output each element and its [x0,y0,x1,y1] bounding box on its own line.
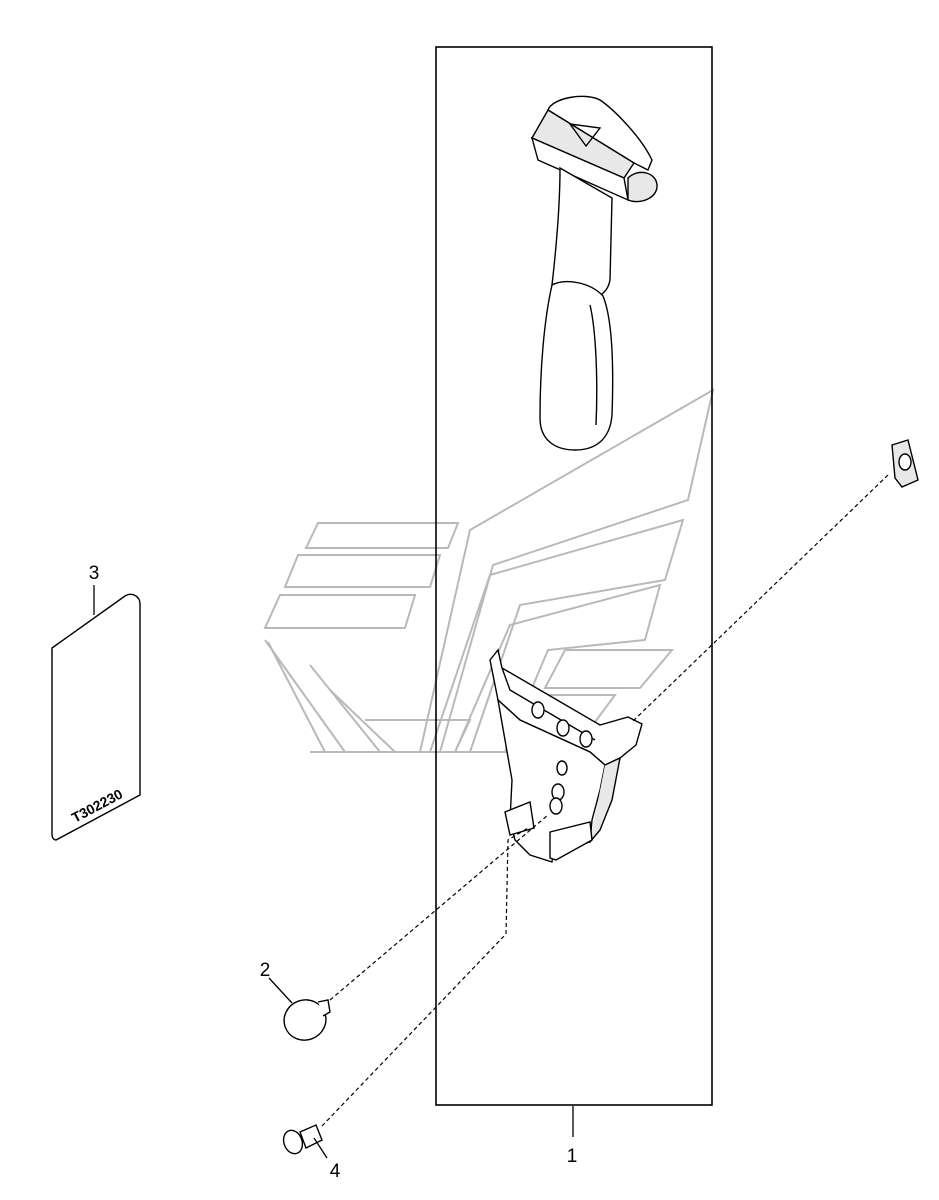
bracket-hole-2 [556,719,570,737]
bolt-head [282,1129,304,1155]
bracket-hole-1 [531,701,545,719]
assembly-line-bolt [321,827,529,1127]
bracket-hole-4 [556,760,568,776]
leader-line-2 [268,977,293,1004]
lever-grip-highlight [589,304,598,426]
lever-grip [539,281,614,451]
callout-part-3: 3 [89,563,100,584]
leader-lines [93,585,574,1159]
lever-button [627,171,658,203]
lever-knob [547,95,653,171]
bracket-hole-5 [551,783,565,801]
watermark-logo [263,387,715,753]
assembly-line-nut [631,474,889,723]
speed-nut [891,439,919,488]
kit-frame [435,46,713,1106]
watermark-stripe-3 [263,594,417,629]
lever-handle [530,95,658,451]
bracket-hole-6 [549,797,563,815]
assembly-line-fastener [329,814,549,1001]
watermark-lower-edge [267,641,326,753]
decal-outline [51,593,141,841]
callout-part-1: 1 [567,1146,578,1167]
watermark-inner-step [365,719,472,753]
bracket-right-arm [589,756,621,843]
mounting-bracket [489,648,643,863]
speed-nut-hole [898,453,912,471]
watermark-stripe-2 [283,554,442,588]
bracket-hole-3 [579,730,593,748]
push-fastener-stem [317,999,331,1017]
decal: T302230 [51,593,141,841]
watermark-stripe-4 [543,649,675,689]
bracket-lower-tab-left [504,801,535,836]
push-fastener [283,999,331,1041]
leader-line-4 [313,1137,328,1159]
lever-knob-front [530,136,629,202]
assembly-lines [321,474,889,1127]
watermark-stripe-1 [304,522,460,549]
callout-part-4: 4 [330,1161,341,1182]
bracket-lower-tab-right [549,821,593,861]
lever-knob-slot [568,123,602,148]
callout-part-2: 2 [260,960,271,981]
